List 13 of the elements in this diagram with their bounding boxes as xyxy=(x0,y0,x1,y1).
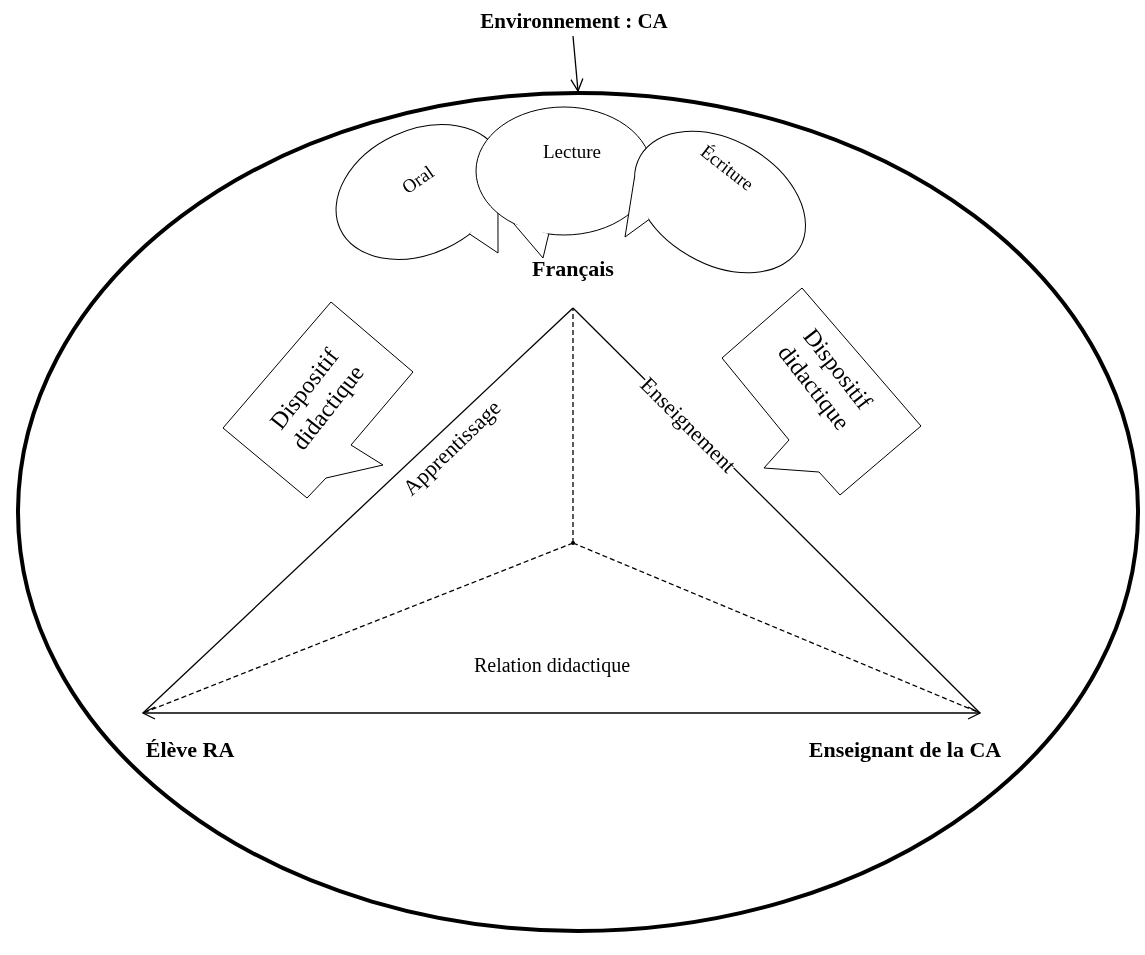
dashed-line xyxy=(142,542,574,714)
vertex-label: Élève RA xyxy=(138,713,242,763)
vertex-label: Enseignant de la CA xyxy=(776,713,1034,763)
arrow xyxy=(142,706,981,720)
arrow xyxy=(570,35,584,92)
dashed-line xyxy=(572,542,981,714)
bubble-label: Lecture xyxy=(543,141,601,163)
connector-line xyxy=(142,307,574,714)
vertex-label: Français xyxy=(508,256,638,308)
environment-heading: Environnement : CA xyxy=(468,6,680,36)
relation-label: Relation didactique xyxy=(473,653,631,677)
bubble-label: Oral xyxy=(397,161,439,199)
dashed-line xyxy=(572,307,574,544)
